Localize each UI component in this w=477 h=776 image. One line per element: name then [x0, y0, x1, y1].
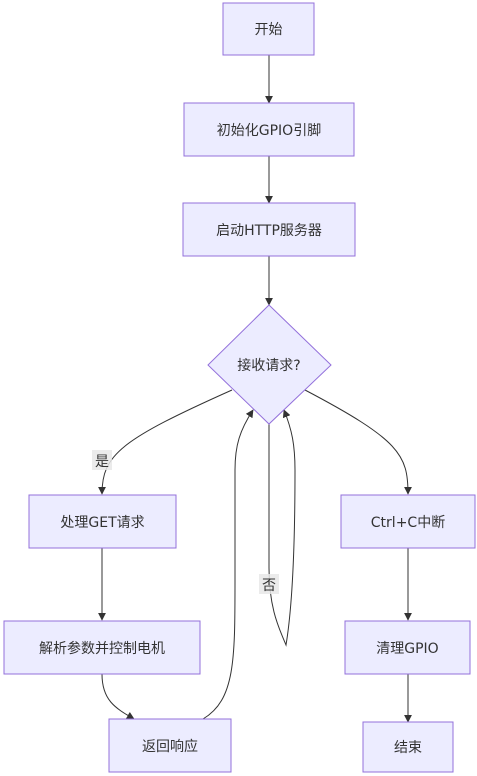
svg-text:是: 是 [95, 454, 109, 470]
svg-text:Ctrl+C中断: Ctrl+C中断 [371, 515, 445, 531]
svg-text:解析参数并控制电机: 解析参数并控制电机 [39, 640, 165, 657]
node-parse-control: 解析参数并控制电机 [3, 620, 201, 675]
node-start: 开始 [222, 2, 315, 56]
edges [98, 55, 412, 723]
svg-text:否: 否 [262, 578, 276, 594]
node-receive-decision: 接收请求? [207, 304, 332, 425]
node-return-response: 返回响应 [108, 718, 232, 773]
node-start-http: 启动HTTP服务器 [182, 202, 356, 257]
svg-text:结束: 结束 [394, 740, 422, 756]
edge-receive-to-handle [98, 389, 233, 495]
svg-text:初始化GPIO引脚: 初始化GPIO引脚 [217, 122, 321, 139]
edge-return-to-receive [202, 409, 254, 720]
node-end: 结束 [362, 721, 454, 773]
svg-text:清理GPIO: 清理GPIO [376, 641, 438, 657]
svg-text:接收请求?: 接收请求? [237, 357, 300, 374]
edge-receive-to-ctrlc [304, 389, 412, 495]
edge-label-yes: 是 [92, 450, 112, 470]
node-cleanup-gpio: 清理GPIO [344, 620, 471, 675]
node-init-gpio: 初始化GPIO引脚 [183, 102, 355, 157]
svg-text:开始: 开始 [255, 22, 283, 38]
svg-text:处理GET请求: 处理GET请求 [60, 515, 144, 531]
svg-text:返回响应: 返回响应 [142, 738, 198, 755]
svg-text:启动HTTP服务器: 启动HTTP服务器 [216, 223, 322, 239]
edge-parse-to-return [101, 673, 135, 720]
edge-label-no: 否 [259, 574, 279, 594]
edge-receive-no-loop [268, 409, 296, 647]
node-ctrl-c: Ctrl+C中断 [340, 494, 476, 549]
node-handle-get: 处理GET请求 [28, 494, 177, 549]
